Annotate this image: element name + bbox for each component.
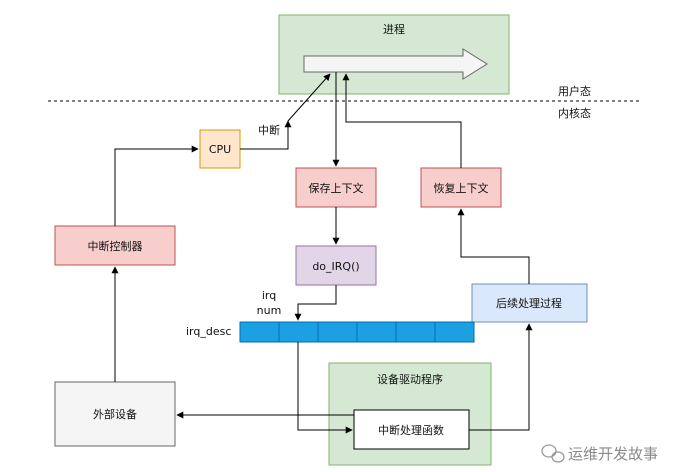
edge-doirq-to-array [294,285,337,321]
do-irq-node: do_IRQ() [295,245,377,286]
irq-desc-cell [356,321,397,343]
interrupt-controller-label: 中断控制器 [88,239,143,253]
process-flow-arrow-icon [303,48,488,80]
edge-interrupt-to-process [287,73,331,122]
save-context-node: 保存上下文 [295,167,377,208]
irq-label: irq [262,289,276,302]
wechat-icon [541,444,565,463]
restore-context-node: 恢复上下文 [420,167,502,208]
edge-array-to-handler [297,342,353,434]
cpu-node: CPU [199,129,241,169]
kernel-mode-label: 内核态 [558,106,591,120]
process-node: 进程 [278,14,510,95]
num-label: num [257,304,282,317]
interrupt-controller-node: 中断控制器 [54,225,176,266]
irq-desc-cell [278,321,319,343]
user-mode-label: 用户态 [558,84,591,98]
cpu-label: CPU [209,143,231,156]
edge-cpu-to-interrupt [240,120,292,150]
interrupt-handler-node: 中断处理函数 [353,409,470,450]
post-processing-node: 后续处理过程 [471,283,588,323]
irq-desc-array [239,321,475,343]
edge-controller-to-cpu [114,145,199,226]
device-driver-label: 设备驱动程序 [377,372,443,386]
irq-desc-cell [395,321,436,343]
external-device-label: 外部设备 [93,407,137,421]
irq-desc-label: irq_desc [186,325,231,338]
interrupt-edge-label: 中断 [258,123,280,137]
edge-handler-to-postprocess [469,323,533,431]
irq-desc-cell [239,321,280,343]
edge-restore-to-process [342,73,462,168]
external-device-node: 外部设备 [54,381,176,447]
do-irq-label: do_IRQ() [312,260,359,273]
watermark: 运维开发故事 [541,444,658,463]
process-label: 进程 [383,23,405,36]
save-context-label: 保存上下文 [309,181,364,195]
connectors [111,72,533,434]
restore-context-label: 恢复上下文 [434,181,489,195]
irq-desc-cell [434,321,475,343]
interrupt-handler-label: 中断处理函数 [378,423,444,437]
edge-postprocess-to-restore [457,208,530,284]
irq-desc-cell [317,321,358,343]
watermark-text: 运维开发故事 [568,445,658,463]
post-processing-label: 后续处理过程 [496,296,562,310]
